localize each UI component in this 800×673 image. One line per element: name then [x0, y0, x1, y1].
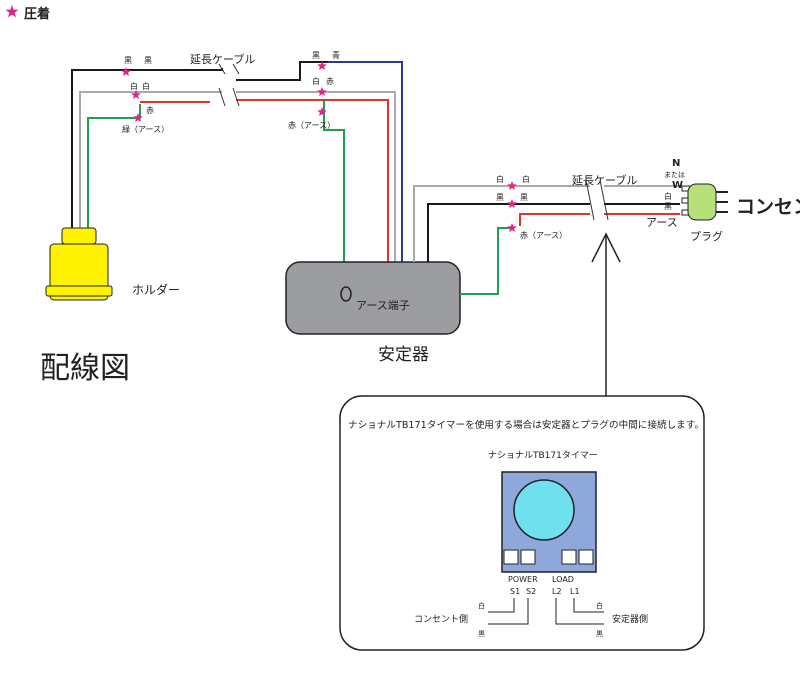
legend-label: 圧着 — [24, 6, 50, 22]
left-side-black-label: 黒 — [478, 630, 485, 638]
load-terminal-l2 — [561, 549, 577, 565]
top-right-white-label: 白 — [312, 76, 320, 86]
plug-pin-n-label: N — [672, 158, 680, 169]
timer-wire-s1 — [488, 598, 515, 613]
plug-label: プラグ — [690, 229, 723, 243]
stabilizer — [285, 261, 461, 335]
top-right-red-label: 赤 — [326, 77, 334, 86]
top-left-green-earth-label: 緑（アース） — [122, 124, 169, 134]
cable-break-mark — [585, 179, 595, 221]
green-wire-right — [460, 227, 512, 295]
crimp-star-icon — [121, 67, 131, 76]
s1-label: S1 — [510, 587, 520, 596]
timer-wire-l1 — [573, 598, 604, 613]
plug-pin-or-label: または — [664, 171, 685, 179]
crimp-star-icon — [507, 181, 517, 190]
holder — [45, 227, 113, 301]
plug-pin-white-label: 白 — [664, 191, 672, 201]
top-left-white-label: 白 — [130, 81, 138, 91]
crimp-star-icon — [131, 90, 141, 99]
left-side-white-label: 白 — [478, 601, 485, 610]
crimp-star-icon — [317, 61, 327, 70]
cable-break-mark — [218, 87, 226, 107]
crimp-star-icon — [317, 87, 327, 96]
cable-break-mark — [218, 63, 226, 75]
right-right-black-label: 黒 — [520, 193, 528, 202]
page-title: 配線図 — [40, 351, 130, 386]
power-terminal-s1 — [503, 549, 519, 565]
green-wire-left — [87, 104, 141, 230]
timer-title: ナショナルTB171タイマー — [488, 450, 598, 461]
right-right-white-label: 白 — [522, 174, 530, 184]
crimp-star-icon — [5, 5, 19, 18]
l2-label: L2 — [552, 587, 562, 596]
power-terminal-s2 — [520, 549, 536, 565]
right-side-black-label: 黒 — [596, 630, 603, 638]
plug — [681, 183, 728, 221]
top-right-black-label: 黒 — [312, 51, 320, 60]
right-side-white-label: 白 — [596, 601, 603, 610]
top-left-white-label-2: 白 — [142, 81, 150, 91]
right-side-label: 安定器側 — [612, 613, 648, 625]
timer-wire-s2 — [488, 598, 529, 625]
crimp-star-icon — [133, 113, 143, 122]
right-left-black-label: 黒 — [496, 193, 504, 202]
earth-terminal-label: アース端子 — [356, 299, 410, 312]
white-wire-right — [413, 185, 590, 262]
top-right-red-earth-label: 赤（アース） — [288, 121, 335, 130]
top-left-black-label-2: 黒 — [144, 56, 152, 65]
timer-wire-l2 — [555, 598, 604, 625]
power-label: POWER — [508, 575, 538, 584]
white-wire-left — [79, 91, 222, 230]
white-wire-mid — [236, 91, 396, 262]
top-left-red-label: 赤 — [146, 106, 154, 115]
l1-label: L1 — [570, 587, 580, 596]
crimp-star-icon — [317, 107, 327, 116]
top-right-blue-label: 青 — [332, 50, 340, 60]
crimp-star-icon — [507, 199, 517, 208]
cable-break-mark — [232, 63, 240, 75]
load-label: LOAD — [552, 575, 574, 584]
timer-instruction: ナショナルTB171タイマーを使用する場合は安定器とプラグの中間に接続します。 — [348, 419, 704, 431]
red-wire-mid — [236, 99, 389, 262]
top-cable-label: 延長ケーブル — [190, 52, 255, 66]
s2-label: S2 — [526, 587, 536, 596]
holder-label: ホルダー — [132, 282, 180, 297]
stabilizer-label: 安定器 — [378, 345, 429, 365]
outlet-label: コンセント — [736, 196, 800, 218]
pointer-arrow-head — [591, 232, 621, 263]
left-side-label: コンセント側 — [414, 613, 468, 625]
cable-break-mark — [599, 179, 609, 221]
right-cable-label: 延長ケーブル — [572, 173, 637, 187]
load-terminal-l1 — [578, 549, 594, 565]
earth-terminal — [340, 286, 352, 302]
top-left-black-label: 黒 — [124, 56, 132, 65]
plug-pin-w-label: W — [672, 180, 683, 191]
right-left-white-label: 白 — [496, 174, 504, 184]
cable-break-mark — [232, 87, 240, 107]
plug-earth-label: アース — [646, 216, 678, 229]
black-wire-top-right — [236, 61, 328, 81]
red-wire-right — [519, 213, 590, 226]
plug-pin-black-label: 黒 — [664, 202, 672, 211]
black-wire-right — [427, 203, 590, 262]
crimp-star-icon — [507, 223, 517, 232]
timer-dial — [513, 479, 575, 541]
blue-wire — [328, 61, 403, 262]
right-red-earth-label: 赤（アース） — [520, 231, 567, 240]
